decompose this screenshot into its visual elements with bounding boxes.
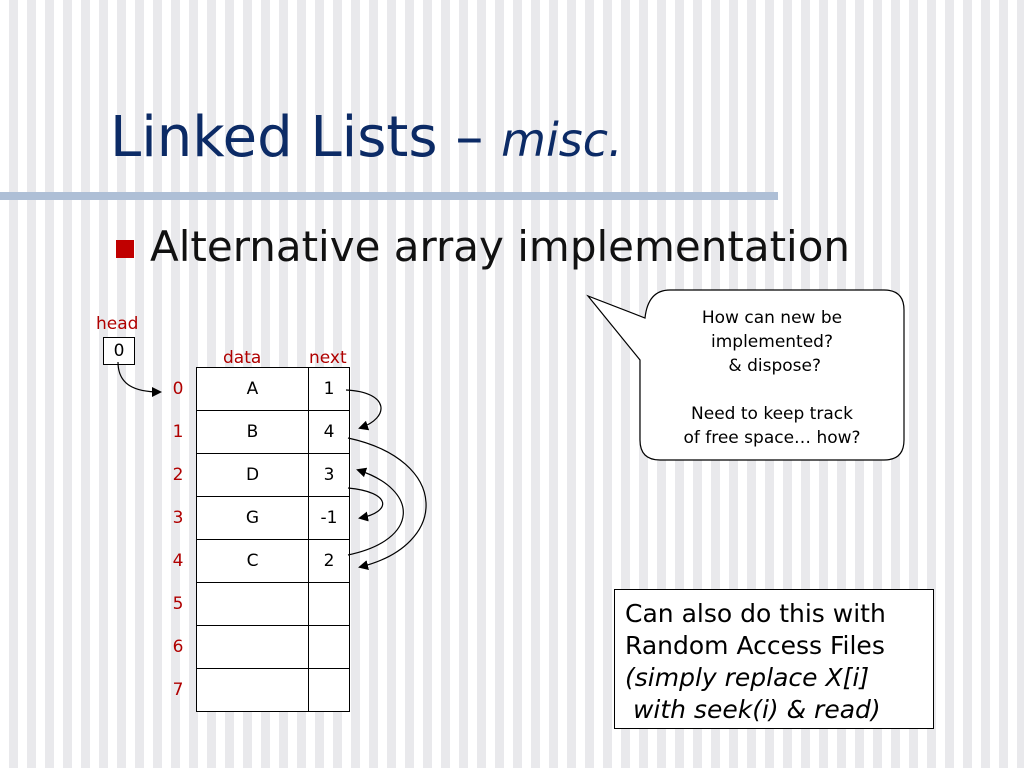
link-arrow-4-to-2 — [347, 467, 404, 556]
data-cell: B — [196, 410, 309, 454]
note-line-italic: with seek(i) & read) — [625, 695, 881, 724]
head-value-box: 0 — [103, 337, 135, 365]
row-index-0: 0 — [172, 379, 184, 399]
next-cell — [308, 625, 350, 669]
row-index-7: 7 — [172, 680, 184, 700]
link-arrow-1-to-4 — [347, 437, 427, 570]
data-cell — [196, 625, 309, 669]
row-index-4: 4 — [172, 551, 184, 571]
data-cell: G — [196, 496, 309, 540]
data-cell — [196, 582, 309, 626]
callout-text: How can new be implemented? & dispose? N… — [642, 306, 902, 450]
next-cell: -1 — [308, 496, 350, 540]
head-pointer-arrow — [117, 361, 162, 397]
callout-line: & dispose? — [723, 356, 821, 376]
callout-line: implemented? — [711, 332, 833, 352]
callout-line: Need to keep track — [691, 404, 853, 424]
callout-line: of free space… how? — [683, 428, 861, 448]
speech-bubble — [586, 289, 905, 461]
title-sub: misc. — [501, 113, 623, 167]
note-line: Can also do this with — [625, 599, 886, 628]
table-row — [196, 625, 350, 669]
row-index-2: 2 — [172, 465, 184, 485]
row-index-3: 3 — [172, 508, 184, 528]
head-label: head — [96, 314, 139, 334]
row-index-6: 6 — [172, 637, 184, 657]
link-arrow-0-to-1 — [345, 389, 382, 431]
note-box: Can also do this with Random Access File… — [614, 589, 934, 729]
bullet-text: Alternative array implementation — [150, 222, 851, 271]
note-line: Random Access Files — [625, 631, 885, 660]
next-cell — [308, 582, 350, 626]
next-cell: 2 — [308, 539, 350, 583]
next-cell — [308, 668, 350, 712]
next-cell: 3 — [308, 453, 350, 497]
next-cell: 1 — [308, 367, 350, 411]
table-row — [196, 582, 350, 626]
title-main: Linked Lists – — [110, 105, 502, 170]
next-column-label: next — [309, 348, 347, 368]
note-line-italic: (simply replace X[i] — [625, 663, 870, 692]
table-row: G-1 — [196, 496, 350, 540]
callout-line — [642, 378, 902, 402]
data-cell: C — [196, 539, 309, 583]
table-row — [196, 668, 350, 712]
slide-title: Linked Lists – misc. — [110, 105, 623, 170]
square-bullet-icon — [116, 239, 134, 258]
title-divider — [0, 192, 778, 200]
row-index-5: 5 — [172, 594, 184, 614]
link-arrow-2-to-3 — [347, 487, 384, 522]
data-cell: A — [196, 367, 309, 411]
row-index-1: 1 — [172, 422, 184, 442]
bullet-item: Alternative array implementation — [116, 222, 850, 271]
callout-line: How can new be — [701, 308, 843, 328]
data-column-label: data — [223, 348, 262, 368]
